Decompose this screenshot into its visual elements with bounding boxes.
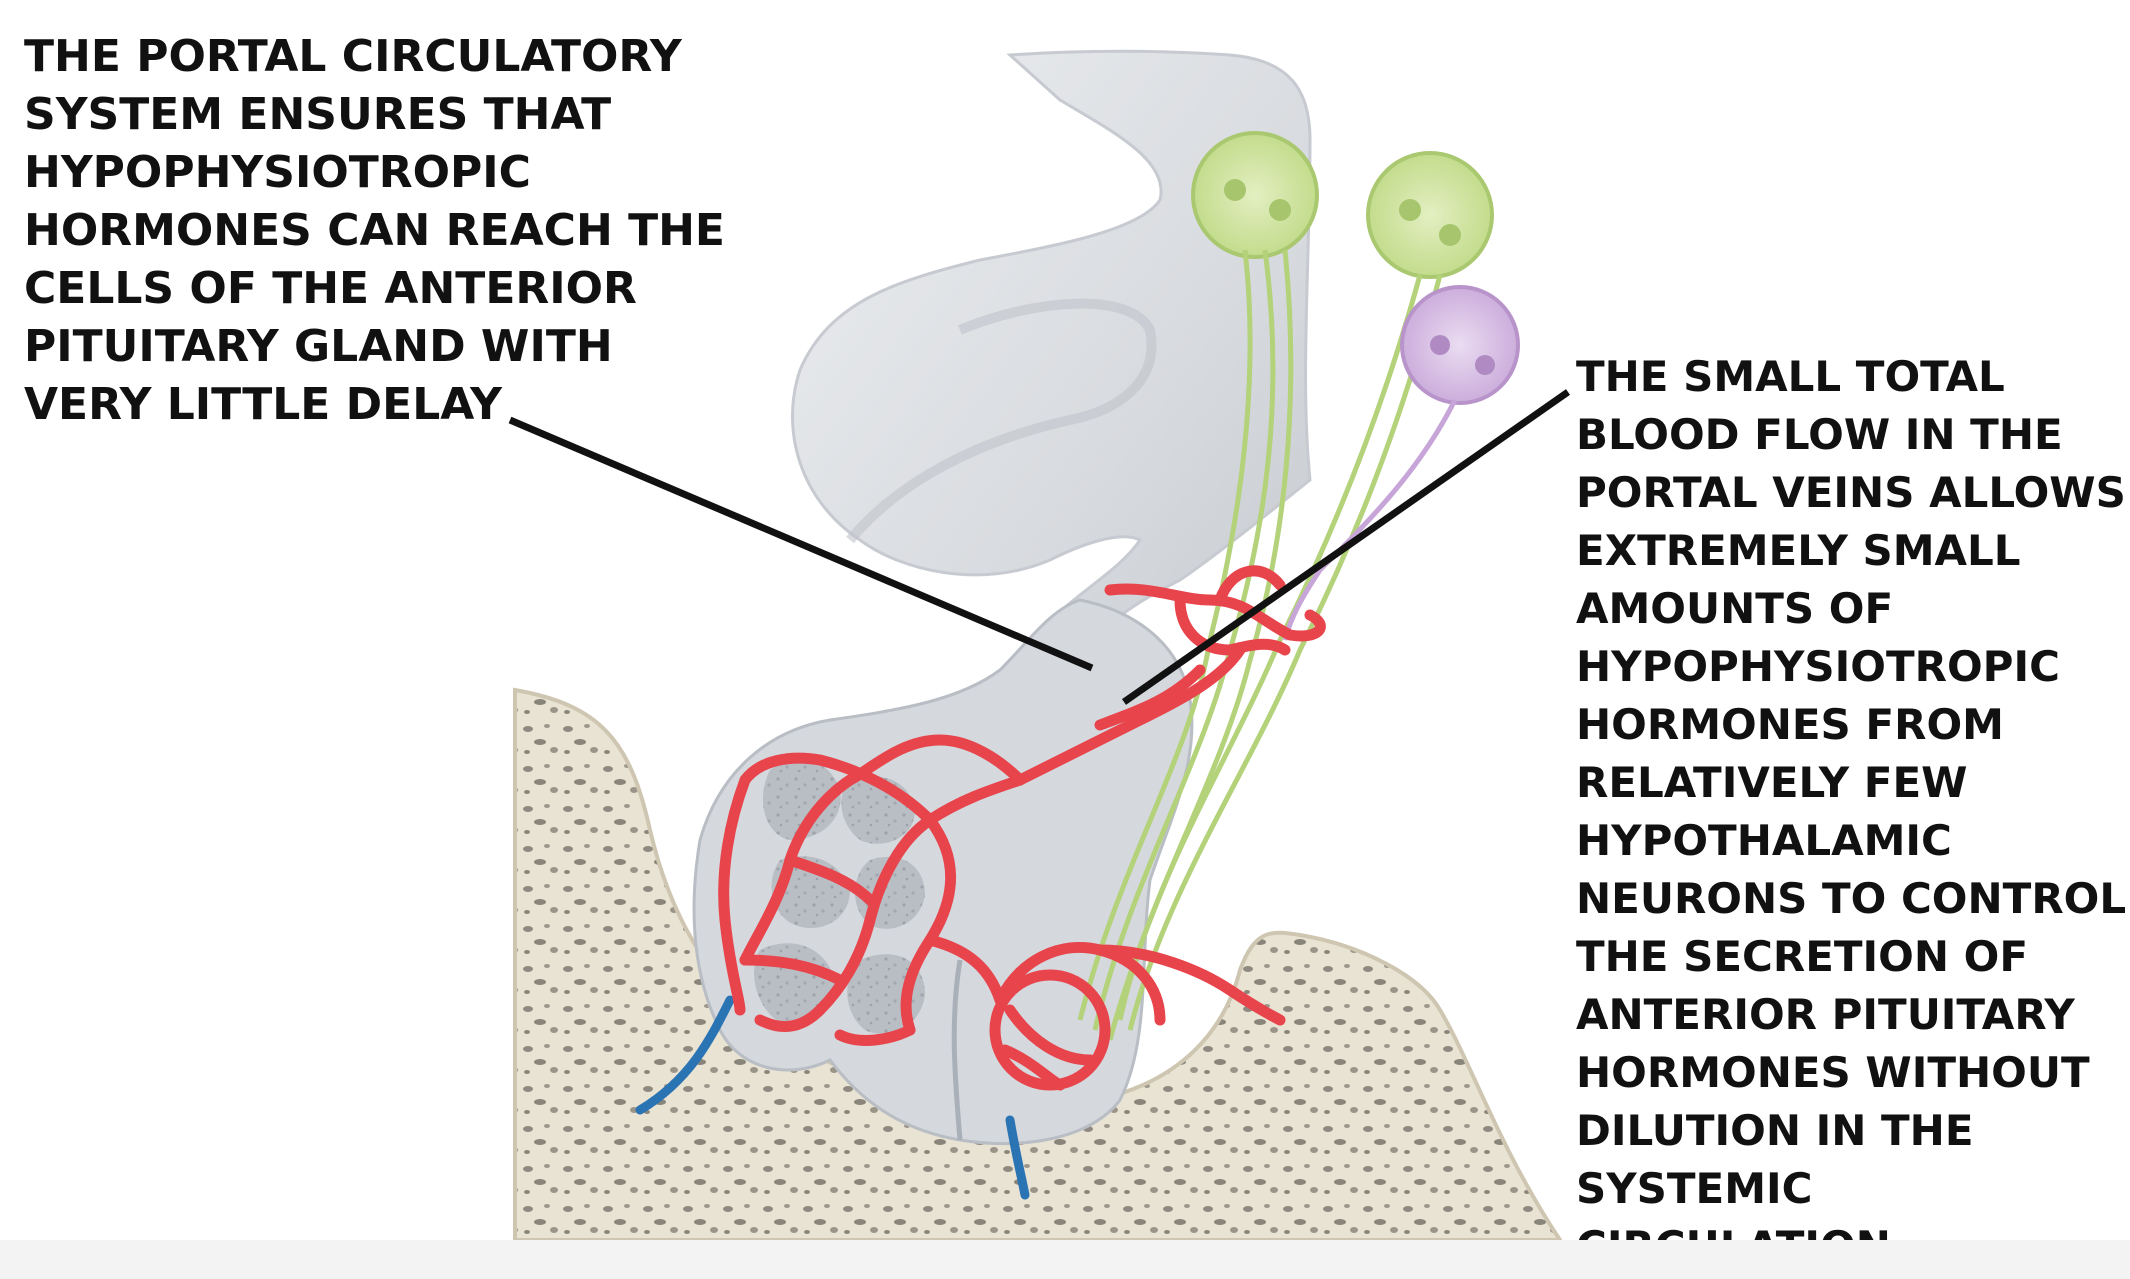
bottom-strip: [0, 1240, 2130, 1279]
portal-drainage-veins: [635, 995, 1030, 1200]
leader-line-left: [508, 416, 1094, 672]
leader-line-right: [1121, 389, 1571, 705]
anterior-lobe-cells: [754, 759, 925, 1034]
annotation-small-blood-flow: THE SMALL TOTAL BLOOD FLOW IN THE PORTAL…: [1576, 352, 2127, 1271]
hypophysiotropic-neurons-green: [1077, 131, 1494, 1041]
portal-capillary-network: [718, 565, 1326, 1091]
sella-turcica-bone: [513, 687, 1564, 1242]
annotation-portal-system-delay: THE PORTAL CIRCULATORY SYSTEM ENSURES TH…: [24, 31, 725, 430]
anterior-posterior-cleft: [951, 959, 963, 1141]
pituitary-gland-tissue: [692, 598, 1194, 1146]
hypothalamic-neuron-purple: [1282, 285, 1520, 641]
infundibulum-fold: [846, 298, 1157, 544]
